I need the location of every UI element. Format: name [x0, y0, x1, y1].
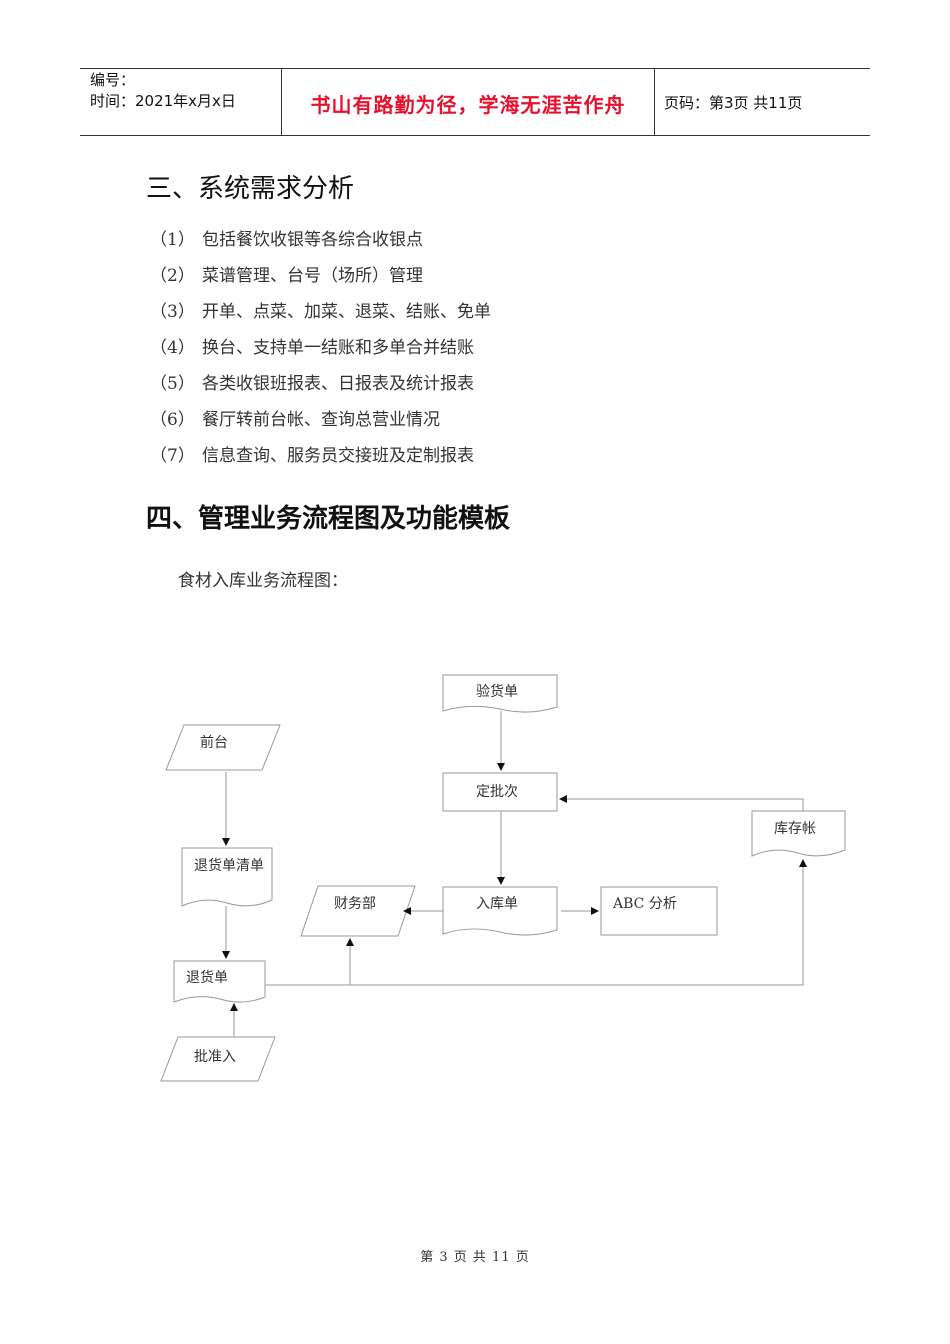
header-motto: 书山有路勤为径，学海无涯苦作舟	[310, 93, 626, 117]
list-item: （1）包括餐饮收银等各综合收银点	[150, 230, 423, 250]
list-item: （4）换台、支持单一结账和多单合并结账	[150, 338, 474, 358]
header-meta: 编号： 时间：2021年x月x日	[90, 70, 236, 112]
node-pizhunru-shape	[160, 1036, 276, 1082]
node-abc-shape	[600, 886, 718, 936]
node-qiantai: 前台	[200, 734, 228, 751]
header-number-label: 编号：	[90, 71, 136, 89]
requirements-list: （1）包括餐饮收银等各综合收银点 （2）菜谱管理、台号（场所）管理 （3）开单、…	[150, 226, 491, 478]
node-yanhuodan-shape	[442, 674, 558, 713]
section4-title: 四、管理业务流程图及功能模板	[146, 504, 511, 534]
header-bottom-border	[80, 135, 870, 136]
flowchart-labels: 验货单 定批次 库存帐 前台 退货单清单 财务部 入库单 ABC 分析 退货单 …	[186, 683, 816, 1065]
header-time-label: 时间：2021年x月x日	[90, 92, 236, 110]
edge-tuihuodan-kucunzhang	[265, 859, 807, 986]
node-caiwubu-shape	[300, 885, 416, 937]
header-divider-left	[281, 68, 282, 135]
node-tuihuodanqingdan-shape	[181, 847, 273, 907]
list-item: （6）餐厅转前台帐、查询总营业情况	[150, 410, 440, 430]
flowchart-connectors	[222, 711, 807, 1037]
header-top-border	[80, 68, 870, 69]
node-dingpici: 定批次	[476, 784, 518, 800]
node-abc: ABC 分析	[612, 896, 677, 912]
node-rukudan: 入库单	[476, 896, 518, 912]
list-item: （3）开单、点菜、加菜、退菜、结账、免单	[150, 302, 491, 322]
node-kucunzhang-shape	[751, 810, 846, 857]
node-tuihuodanqingdan: 退货单清单	[194, 857, 264, 874]
node-kucunzhang: 库存帐	[774, 821, 816, 837]
node-tuihuodan-shape	[173, 960, 266, 1003]
node-caiwubu: 财务部	[334, 896, 376, 912]
list-item: （7）信息查询、服务员交接班及定制报表	[150, 446, 474, 466]
list-item: （5）各类收银班报表、日报表及统计报表	[150, 374, 474, 394]
header-page-info: 页码：第3页 共11页	[664, 94, 803, 112]
flowchart-shapes	[160, 674, 846, 1082]
node-tuihuodan: 退货单	[186, 969, 228, 986]
node-dingpici-shape	[442, 772, 558, 812]
page-footer: 第 3 页 共 11 页	[420, 1250, 530, 1265]
flowchart-intro: 食材入库业务流程图：	[178, 571, 348, 591]
node-rukudan-shape	[442, 886, 558, 936]
node-qiantai-shape	[165, 724, 281, 771]
section3-title: 三、系统需求分析	[146, 174, 355, 204]
edge-kucunzhang-dingpici	[559, 795, 804, 811]
header-divider-right	[654, 68, 655, 135]
node-pizhunru: 批准入	[194, 1049, 236, 1065]
node-yanhuodan: 验货单	[476, 683, 518, 700]
list-item: （2）菜谱管理、台号（场所）管理	[150, 266, 423, 286]
